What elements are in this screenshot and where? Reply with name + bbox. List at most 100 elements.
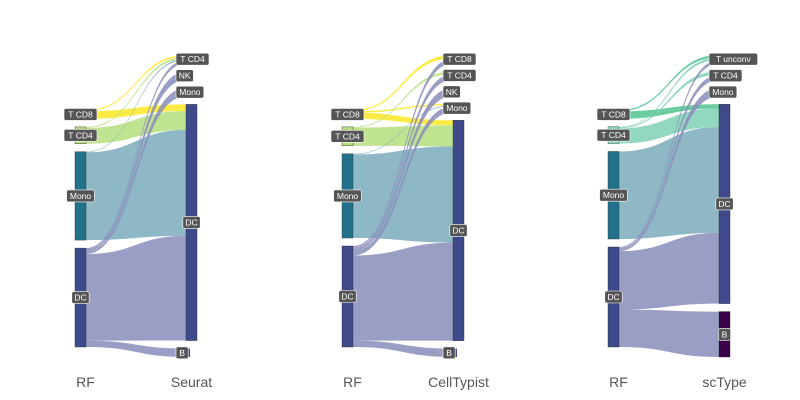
right-node-t-unconv-label: T unconv — [716, 54, 752, 64]
flow-dc-to-mono — [86, 87, 186, 254]
left-node-dc-label-box — [604, 290, 623, 304]
right-node-dc-label-box — [182, 216, 201, 229]
right-node-nk-label-box — [175, 69, 194, 82]
flow-dc-to-b — [619, 309, 719, 357]
right-node-t-cd4-label-box — [708, 69, 743, 82]
right-node-dc-label-box — [449, 224, 468, 237]
right-node-t-cd4-label-box — [442, 69, 477, 82]
flow-mono-to-dc — [86, 130, 186, 241]
left-node-dc-label-box — [338, 290, 357, 303]
right-node-b-label-box — [175, 346, 189, 360]
right-node-dc-label: DC — [718, 199, 730, 209]
flow-t-cd8-to-mono — [353, 103, 453, 113]
left-node-mono-label: Mono — [337, 191, 359, 201]
right-node-nk-label-box — [442, 85, 461, 99]
left-node-t-cd4-label: T CD4 — [335, 131, 360, 141]
left-node-t-cd8-label-box — [596, 108, 631, 121]
right-node-t-cd8-label-box — [442, 52, 477, 66]
flow-dc-to-b — [86, 340, 186, 357]
flows — [619, 55, 719, 357]
flow-dc-to-dc — [86, 235, 186, 341]
right-node-b-label-box — [442, 346, 456, 360]
right-node-dc-label-box — [715, 197, 734, 211]
flow-dc-to-nk — [86, 71, 186, 252]
right-node-t-cd4-label-box — [175, 52, 210, 66]
flow-t-cd4-to-dc — [86, 110, 186, 144]
left-node-t-cd8-label: T CD8 — [335, 109, 360, 119]
right-node-nk-label: NK — [446, 87, 458, 97]
flow-dc-to-t-cd4 — [86, 60, 186, 250]
flow-dc-to-nk — [353, 87, 453, 251]
flow-mono-to-dc — [619, 126, 719, 239]
left-node-dc-label: DC — [341, 291, 353, 301]
right-node-t-cd8-label: T CD8 — [447, 54, 472, 64]
right-node-mono-label: Mono — [179, 87, 201, 97]
flows — [353, 55, 453, 357]
flow-dc-to-dc — [353, 242, 453, 341]
left-node-mono-label: Mono — [70, 191, 92, 201]
right-axis-label: Seurat — [171, 374, 212, 390]
flow-dc-to-b — [353, 340, 453, 357]
right-node-b-label: B — [179, 348, 185, 358]
left-node-dc-label-box — [71, 291, 90, 304]
left-axis-label: RF — [343, 374, 362, 390]
left-node-dc-label: DC — [74, 293, 86, 303]
left-node-t-cd4-label: T CD4 — [601, 130, 626, 140]
flow-t-cd4-to-t-unconv — [619, 57, 719, 128]
left-node-t-cd8-label: T CD8 — [68, 109, 93, 119]
flow-t-cd4-to-t-cd4 — [353, 71, 453, 128]
right-node-mono-label: Mono — [446, 103, 468, 113]
left-node-t-cd4-label-box — [63, 129, 98, 142]
right-node-mono-label-box — [442, 101, 472, 115]
flow-dc-to-dc — [619, 232, 719, 310]
right-node-mono-label-box — [708, 85, 738, 99]
right-node-t-cd4-label: T CD4 — [713, 71, 738, 81]
flow-mono-to-t-cd4 — [86, 58, 186, 153]
flow-dc-to-t-cd8 — [353, 58, 453, 248]
right-node-t-cd4-label: T CD4 — [180, 54, 205, 64]
left-axis-label: RF — [609, 374, 628, 390]
left-node-t-cd4-label-box — [330, 130, 365, 143]
flow-t-cd8-to-t-cd4 — [86, 55, 186, 112]
left-node-mono-label-box — [333, 189, 362, 203]
left-node-t-cd8-label: T CD8 — [601, 109, 626, 119]
right-axis-label: scType — [702, 374, 747, 390]
flow-t-cd4-to-dc — [619, 108, 719, 144]
flow-mono-to-dc — [353, 146, 453, 243]
right-node-b-label: B — [722, 329, 728, 339]
flows — [86, 55, 186, 357]
left-axis-label: RF — [76, 374, 95, 390]
flow-t-cd8-to-t-unconv — [619, 55, 719, 112]
flow-t-cd4-to-t-cd4 — [619, 71, 719, 129]
flow-mono-to-mono — [353, 105, 453, 155]
left-node-dc-label: DC — [607, 292, 619, 302]
left-node-t-cd4-label-box — [596, 128, 631, 142]
flow-t-cd4-to-dc — [353, 125, 453, 147]
left-node-t-cd8-label-box — [63, 108, 98, 121]
flow-dc-to-mono — [619, 87, 719, 252]
left-node-t-cd4-label: T CD4 — [68, 130, 93, 140]
right-node-dc-label: DC — [452, 225, 464, 235]
flow-dc-to-t-cd4 — [353, 73, 453, 249]
flow-t-cd4-to-t-cd4 — [86, 56, 186, 128]
flow-dc-to-t-unconv — [619, 60, 719, 248]
right-node-t-unconv-label-box — [708, 52, 758, 66]
flow-t-cd8-to-t-cd8 — [353, 55, 453, 112]
left-node-t-cd8-label-box — [330, 108, 365, 121]
right-axis-label: CellTypist — [428, 374, 489, 390]
flow-dc-to-t-cd4 — [619, 74, 719, 250]
right-node-b-label: B — [446, 348, 452, 358]
right-node-nk-label: NK — [179, 71, 191, 81]
right-node-dc-label: DC — [185, 217, 197, 227]
right-node-t-cd4-label: T CD4 — [447, 70, 472, 80]
flow-dc-to-mono — [353, 106, 453, 256]
right-node-b-label-box — [718, 327, 731, 341]
left-node-mono-label: Mono — [603, 190, 625, 200]
